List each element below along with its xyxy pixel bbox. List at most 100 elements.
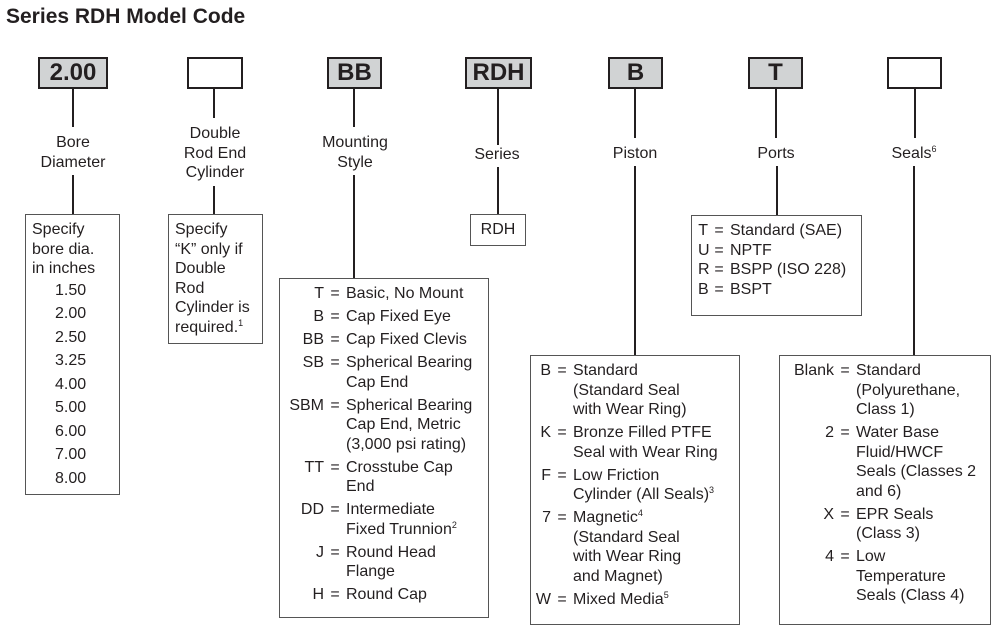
ports-code-box: T [748,57,803,89]
option-row: X=EPR Seals (Class 3) [784,505,986,544]
bore-value: 3.25 [55,352,87,369]
option-code: 2 [825,424,834,441]
option-code: B [540,362,551,379]
option-row: K=Bronze Filled PTFE Seal with Wear Ring [535,423,735,462]
connector-line [353,87,355,127]
equals-sign: = [557,509,567,526]
connector-line [213,87,215,118]
connector-line [497,167,499,215]
footnote-ref: 2 [451,519,457,530]
mounting-code-box: BB [327,57,382,89]
option-description: Intermediate Fixed Trunnion2 [346,500,457,539]
option-description: Water Base Fluid/HWCF Seals (Classes 2 a… [856,423,976,501]
option-row: F=Low Friction Cylinder (All Seals)3 [535,466,735,505]
option-description-text: Cap Fixed Clevis [346,331,467,348]
option-row: T=Basic, No Mount [284,284,484,304]
option-row: TT=Crosstube Cap End [284,458,484,497]
equals-sign: = [330,501,340,518]
equals-sign: = [330,308,340,325]
equals-sign: = [557,424,567,441]
option-row: J=Round Head Flange [284,543,484,582]
equals-sign: = [330,396,340,414]
option-row: W=Mixed Media5 [535,590,735,610]
double-rod-code-box [187,57,243,89]
option-code: SB [302,354,324,371]
bore-value: 2.00 [55,305,87,322]
series-value-box: RDH [470,214,526,246]
option-description-text: (Standard Seal with Wear Ring and Magnet… [573,528,682,585]
equals-sign: = [330,354,340,371]
seals-code-box [887,57,942,89]
option-code: Blank [793,362,834,379]
option-description: Low Temperature Seals (Class 4) [856,547,964,606]
option-code: TT [304,458,324,476]
option-description: EPR Seals (Class 3) [856,505,933,544]
footnote-ref: 6 [931,144,937,154]
footnote-ref: 1 [238,317,244,328]
bore-value: 6.00 [55,422,87,440]
bore-code-box: 2.00 [38,57,108,89]
option-code: BB [302,331,324,348]
connector-line [213,186,215,215]
option-row: DD=Intermediate Fixed Trunnion2 [284,500,484,539]
option-row: 4=Low Temperature Seals (Class 4) [784,547,986,606]
option-row: B=Cap Fixed Eye [284,307,484,327]
series-label: Series [474,146,520,163]
footnote-ref: 3 [709,485,715,495]
option-description: Bronze Filled PTFE Seal with Wear Ring [573,423,718,462]
option-row: SB = Spherical Bearing Cap End [284,353,484,392]
seals-options-box: Blank=Standard (Polyurethane, Class 1)2=… [779,355,991,625]
equals-sign: = [557,466,567,484]
bore-label: Bore Diameter [40,134,106,171]
equals-sign: = [840,362,850,379]
option-row: R=BSPP (ISO 228) [698,260,855,280]
option-description: Cap Fixed Eye [346,307,451,327]
connector-line [353,175,355,279]
option-code: F [541,466,551,484]
equals-sign: = [330,586,340,603]
connector-line [634,87,636,138]
option-row: B=Standard (Standard Seal with Wear Ring… [535,361,735,420]
option-row: SBM=Spherical Bearing Cap End, Metric (3… [284,396,484,455]
double-rod-label: Double Rod End Cylinder [183,125,247,181]
option-description-text: EPR Seals (Class 3) [856,505,934,543]
piston-options-box: B = Standard (Standard Seal with Wear Ring… [530,355,740,625]
connector-line [776,166,778,216]
option-description-text: Spherical Bearing Cap End [346,354,473,391]
option-description-text: Basic, No Mount [346,285,464,302]
option-description: Standard (SAE) [730,221,842,241]
option-row: Blank=Standard (Polyurethane, Class 1) [784,361,986,420]
bore-value: 2.50 [55,328,87,346]
option-code: H [312,586,324,603]
series-code-box: RDH [465,57,532,89]
equals-sign: = [330,285,340,302]
option-description: Crosstube Cap End [346,458,453,497]
option-code: R [698,261,710,278]
option-description-text: Low Temperature Seals (Class 4) [856,548,965,604]
bore-intro: Specify bore dia. in inches [32,221,96,277]
option-code: B [698,280,709,298]
bore-value: 4.00 [55,375,87,393]
option-description: Mixed Media5 [573,590,669,610]
page-title: Series RDH Model Code [6,5,246,28]
option-description-text: Magnetic [573,509,638,526]
connector-line [72,175,74,215]
equals-sign: = [714,241,724,259]
option-description: Basic, No Mount [346,284,463,304]
option-row: 2=Water Base Fluid/HWCF Seals (Classes 2… [784,423,986,501]
ports-label: Ports [757,145,795,162]
option-row: T=Standard (SAE) [698,221,855,241]
bore-value: 8.00 [55,469,87,487]
equals-sign: = [557,590,567,608]
option-description: Magnetic4(Standard Seal with Wear Ring a… [573,508,681,586]
piston-label: Piston [612,145,658,162]
option-description: Cap Fixed Clevis [346,330,467,350]
equals-sign: = [330,543,340,561]
connector-line [634,166,636,356]
option-code: X [823,505,834,523]
connector-line [497,87,499,145]
option-description-text: Round Head Flange [346,543,436,581]
option-description: Round Cap [346,585,427,605]
option-description: Standard (Standard Seal with Wear Ring) [573,361,687,420]
